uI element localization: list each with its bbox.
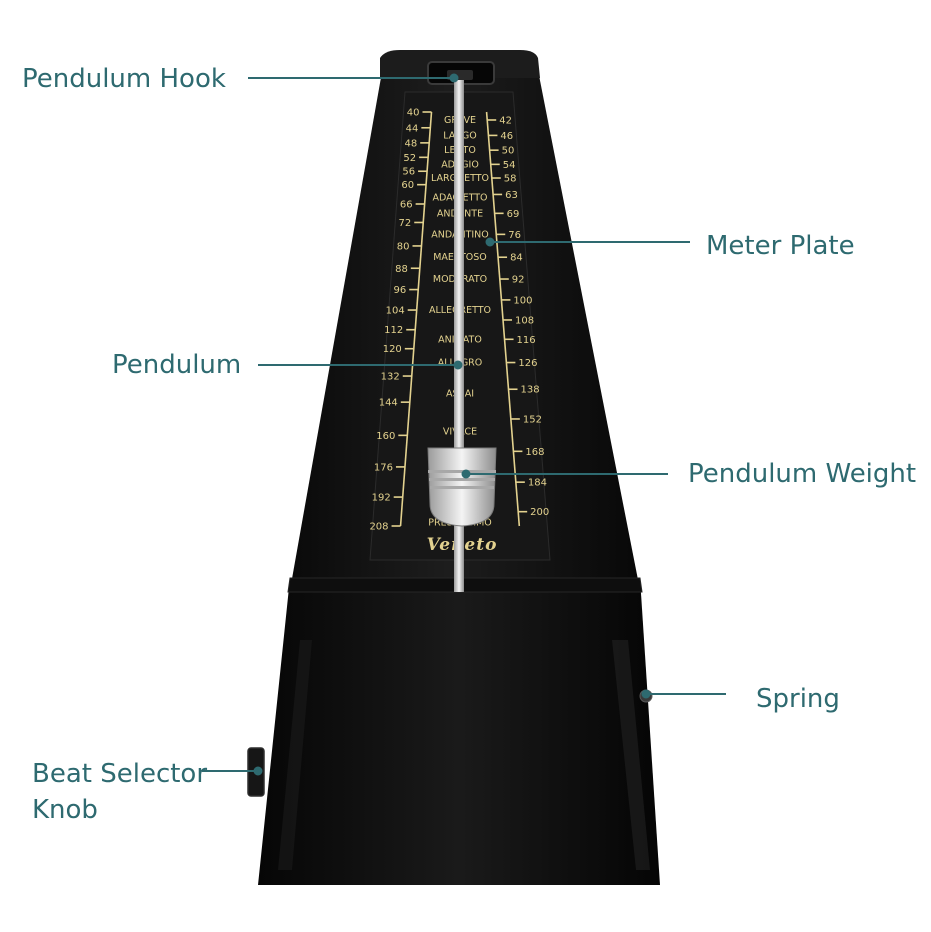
right-scale-label: 100 (513, 295, 532, 306)
right-scale-label: 84 (510, 253, 523, 264)
right-scale-label: 184 (528, 478, 547, 489)
left-scale-label: 72 (399, 218, 412, 229)
left-scale-label: 160 (376, 431, 395, 442)
left-scale-label: 66 (400, 200, 413, 211)
right-scale-label: 92 (512, 275, 525, 286)
metronome-base-rim (287, 577, 643, 593)
right-scale-label: 76 (508, 230, 521, 241)
callout-dot-pendulum-weight (461, 469, 471, 479)
right-scale-label: 116 (517, 335, 536, 346)
left-scale-label: 60 (401, 180, 414, 191)
right-scale-label: 50 (502, 146, 515, 157)
pendulum-weight (427, 447, 497, 527)
right-scale-label: 138 (521, 385, 540, 396)
label-pendulum: Pendulum (112, 350, 241, 380)
pendulum-rod (454, 80, 464, 592)
right-scale-label: 58 (504, 174, 517, 185)
metronome-base (258, 578, 660, 885)
left-scale-label: 112 (384, 325, 403, 336)
left-scale-label: 144 (379, 398, 398, 409)
label-beat-selector-line2: Knob (32, 795, 98, 825)
left-scale-label: 104 (386, 306, 405, 317)
left-scale-label: 88 (395, 264, 408, 275)
right-scale-label: 63 (505, 190, 518, 201)
label-pendulum-weight: Pendulum Weight (688, 459, 916, 489)
callout-lines (202, 73, 726, 776)
right-scale-label: 152 (523, 414, 542, 425)
left-tempo-scale: 40 44 48 52 56 60 66 72 80 88 96 104 112 120 132 144 160… (369, 108, 433, 533)
label-beat-selector-line1: Beat Selector (32, 759, 207, 789)
callout-dot-pendulum (453, 360, 463, 370)
left-scale-label: 52 (403, 153, 416, 164)
right-tempo-scale: 42 46 50 54 58 63 69 76 84 92 100 108 116 126 138 152 16… (485, 111, 549, 527)
left-scale-label: 132 (381, 372, 400, 383)
base-highlight-left (278, 640, 312, 870)
right-scale-label: 69 (507, 209, 520, 220)
right-scale-label: 126 (518, 358, 537, 369)
right-scale-label: 42 (499, 115, 512, 126)
left-scale-label: 192 (372, 493, 391, 504)
left-scale-label: 44 (406, 123, 419, 134)
callout-dot-meter-plate (485, 237, 495, 247)
label-pendulum-hook: Pendulum Hook (22, 64, 226, 94)
left-scale-label: 208 (369, 522, 388, 533)
callout-dot-spring (641, 689, 651, 699)
left-scale-label: 56 (402, 167, 415, 178)
base-highlight (612, 640, 650, 870)
left-scale-label: 176 (374, 462, 393, 473)
label-meter-plate: Meter Plate (706, 231, 855, 261)
right-scale-label: 200 (530, 507, 549, 518)
callout-dot-pendulum-hook (449, 73, 459, 83)
right-scale-rail (485, 111, 521, 527)
right-scale-label: 54 (503, 160, 516, 171)
left-scale-label: 40 (407, 108, 420, 119)
left-scale-label: 48 (404, 138, 417, 149)
left-scale-label: 120 (383, 344, 402, 355)
left-scale-label: 80 (397, 241, 410, 252)
right-scale-label: 168 (525, 447, 544, 458)
label-spring: Spring (756, 684, 840, 714)
left-scale-rail (399, 111, 433, 527)
right-scale-label: 108 (515, 315, 534, 326)
right-scale-label: 46 (500, 131, 513, 142)
left-scale-label: 96 (393, 285, 406, 296)
callout-dot-beat-selector (253, 766, 263, 776)
